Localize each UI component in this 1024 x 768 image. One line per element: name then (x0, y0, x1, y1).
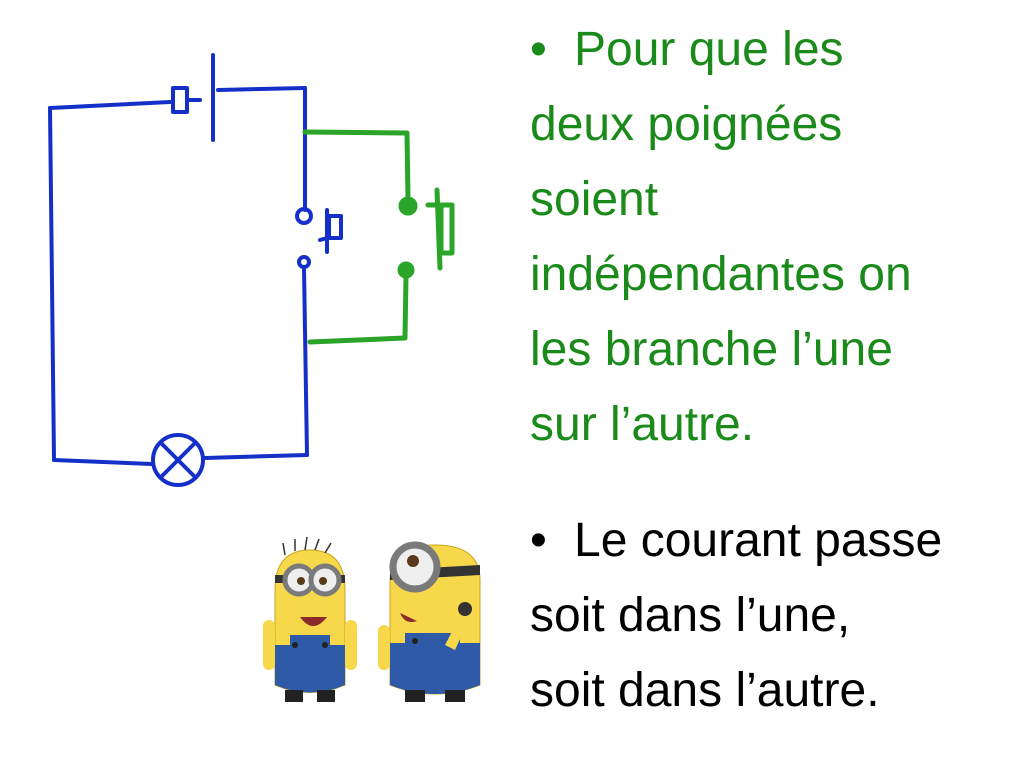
bullet-1-line-6: sur l’autre. (530, 398, 755, 451)
minions-illustration (263, 536, 481, 702)
battery-icon (171, 53, 215, 142)
bullet-2: • Le courant passe soit dans l’une, soit … (530, 503, 1010, 728)
bullet-1-line-4: indépendantes on (530, 248, 912, 301)
minion-right (378, 541, 481, 702)
bullet-marker: • (530, 23, 547, 76)
bullet-1-line-2: deux poignées (530, 98, 843, 151)
bullet-1-line-1: Pour que les (574, 23, 844, 76)
bullet-1-line-5: les branche l’une (530, 323, 893, 376)
bullet-marker: • (530, 514, 547, 567)
bullet-2-line-1: Le courant passe (574, 514, 943, 567)
minion-left (263, 536, 357, 702)
parallel-branch (302, 129, 455, 345)
lamp-icon (151, 433, 205, 487)
push-button-switch-icon (397, 187, 455, 279)
bullet-2-line-3: soit dans l’autre. (530, 664, 880, 717)
main-circuit (48, 53, 343, 487)
push-button-switch-icon (295, 207, 343, 269)
bullet-1: • Pour que les deux poignées soient indép… (530, 12, 1010, 462)
bullet-2-line-2: soit dans l’une, (530, 589, 851, 642)
circuit-diagram-icon (48, 53, 455, 487)
bullet-1-line-3: soient (530, 173, 659, 226)
